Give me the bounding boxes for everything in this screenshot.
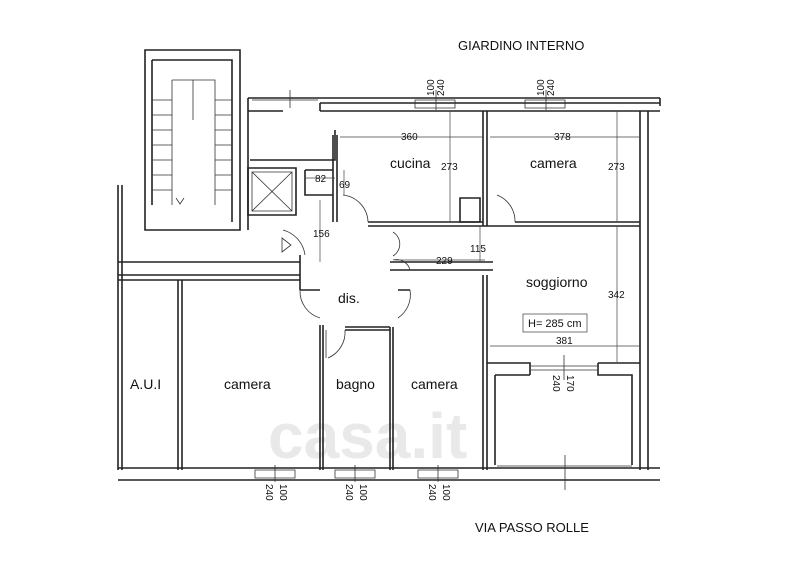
bottom-street-label: VIA PASSO ROLLE [475,520,589,535]
dim-cucina-width: 360 [401,132,418,143]
svg-text:240: 240 [436,79,447,96]
dim-cucina-height: 273 [441,162,458,173]
svg-text:240: 240 [263,484,274,501]
window-dims-top-2: 100 240 [536,79,557,96]
svg-text:240: 240 [343,484,354,501]
room-camera-top: camera [530,155,577,171]
dim-corridor-width: 229 [436,256,453,267]
svg-text:100: 100 [440,484,451,501]
window-dims-top-1: 100 240 [426,79,447,96]
height-note-box [522,313,588,333]
svg-text:100: 100 [426,79,437,96]
svg-text:100: 100 [357,484,368,501]
svg-text:240: 240 [426,484,437,501]
window-dims-bottom-3: 240 100 [426,484,451,501]
dim-camera-top-height: 273 [608,162,625,173]
dim-soggiorno-width: 381 [556,336,573,347]
walls [117,97,661,481]
window-dims-bottom-1: 240 100 [263,484,288,501]
svg-text:240: 240 [550,375,561,392]
doors [281,194,516,359]
dim-corridor-height: 115 [470,244,486,255]
dim-niche-width: 82 [315,174,327,185]
balcony-door-dims: 240 170 [550,375,575,392]
room-cucina: cucina [390,155,431,171]
svg-text:100: 100 [277,484,288,501]
window-dims-bottom-2: 240 100 [343,484,368,501]
watermark: casa.it [268,400,467,472]
room-disimpegno: dis. [338,290,360,306]
dim-soggiorno-height: 342 [608,290,625,301]
height-note: H= 285 cm [528,318,582,330]
dim-entry: 156 [313,229,330,240]
dim-camera-top-width: 378 [554,132,571,143]
room-camera-mid: camera [411,376,458,392]
svg-text:170: 170 [564,375,575,392]
dimension-lines [306,111,640,362]
room-bagno: bagno [336,376,375,392]
dim-niche-height: 69 [339,180,351,191]
svg-text:240: 240 [546,79,557,96]
room-camera-left: camera [224,376,271,392]
room-aui: A.U.I [130,376,161,392]
windows [252,90,632,490]
stairwell [144,49,241,231]
top-street-label: GIARDINO INTERNO [458,38,584,53]
room-soggiorno: soggiorno [526,274,588,290]
svg-text:100: 100 [536,79,547,96]
